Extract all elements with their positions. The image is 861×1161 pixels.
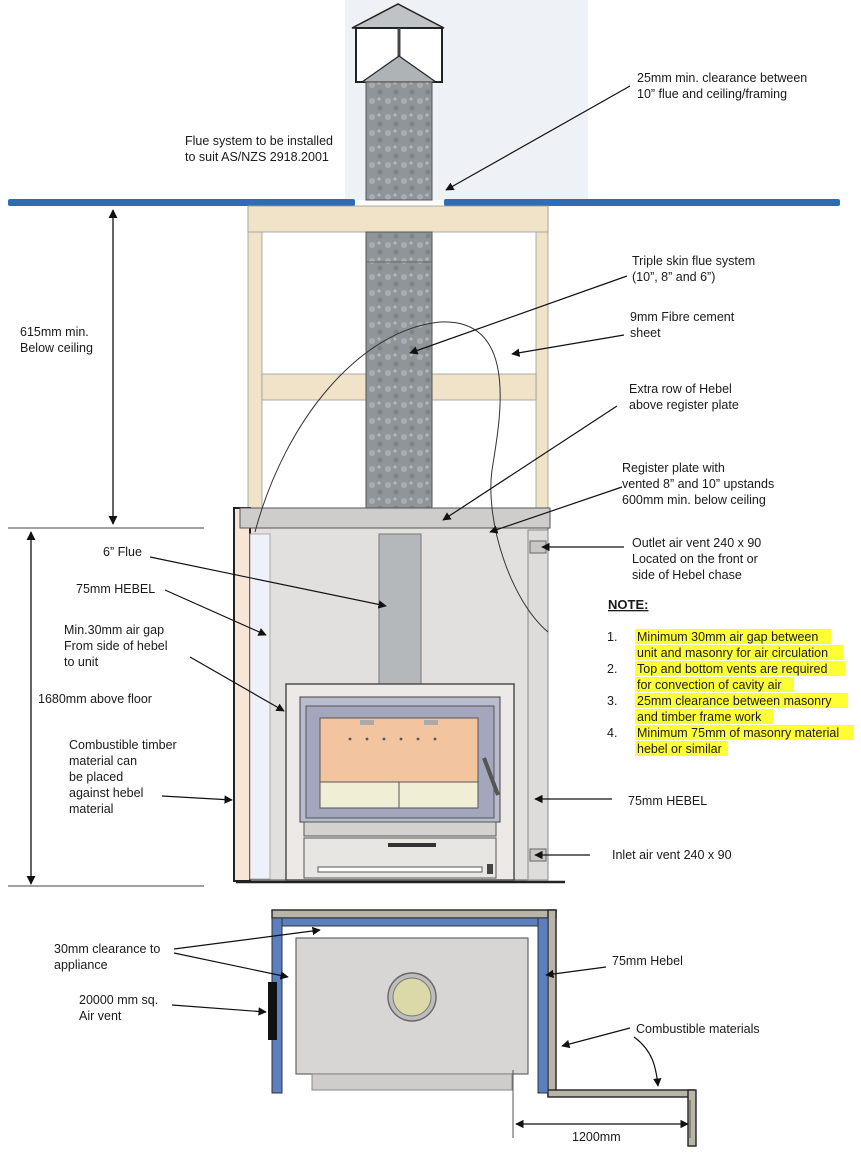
label-triple-skin-line-2: (10”, 8” and 6”) <box>632 270 715 284</box>
label-air-gap-30-line-2: From side of hebel <box>64 639 168 653</box>
plan-view <box>268 909 697 1147</box>
register-plate <box>239 507 551 529</box>
label-air-vent-20000-line-2: Air vent <box>79 1009 122 1023</box>
outer-flue-lower <box>365 231 433 509</box>
label-combustible-timber-line-4: against hebel <box>69 786 143 800</box>
firebox-icon <box>285 683 515 881</box>
note-item-3-line-2: and timber frame work <box>637 710 762 724</box>
label-hebel-75-right-line-1: 75mm HEBEL <box>628 794 707 808</box>
label-below-ceiling-615-line-2: Below ceiling <box>20 341 93 355</box>
label-extra-row-hebel-line-2: above register plate <box>629 398 739 412</box>
label-clearance-30-appliance-line-1: 30mm clearance to <box>54 942 160 956</box>
label-hebel-75-left-line-1: 75mm HEBEL <box>76 582 155 596</box>
note-item-4-line-1: Minimum 75mm of masonry material <box>637 726 839 740</box>
label-layer: Flue system to be installed to suit AS/NZ… <box>20 71 807 1144</box>
label-combustible-timber-line-2: material can <box>69 754 137 768</box>
label-register-plate-line-1: Register plate with <box>622 461 725 475</box>
plan-air-vent-icon <box>268 982 277 1040</box>
label-air-gap-30-line-1: Min.30mm air gap <box>64 623 164 637</box>
label-flue-system-line-2: to suit AS/NZS 2918.2001 <box>185 150 329 164</box>
outer-flue-top <box>365 81 433 201</box>
label-register-plate-line-3: 600mm min. below ceiling <box>622 493 766 507</box>
label-combustible-timber-line-5: material <box>69 802 113 816</box>
label-outlet-vent-line-2: Located on the front or <box>632 552 758 566</box>
note-item-1-line-2: unit and masonry for air circulation <box>637 646 828 660</box>
label-below-ceiling-615-line-1: 615mm min. <box>20 325 89 339</box>
note-item-4-number: 4. <box>607 726 617 740</box>
cowl-icon <box>351 3 445 83</box>
label-extra-row-hebel-line-1: Extra row of Hebel <box>629 382 732 396</box>
label-inlet-vent-line-1: Inlet air vent 240 x 90 <box>612 848 732 862</box>
label-air-vent-20000-line-1: 20000 mm sq. <box>79 993 158 1007</box>
note-item-1-number: 1. <box>607 630 617 644</box>
label-air-gap-30-line-3: to unit <box>64 655 99 669</box>
label-combustible-materials-line-1: Combustible materials <box>636 1022 760 1036</box>
label-hebel-75-plan-line-1: 75mm Hebel <box>612 954 683 968</box>
label-clearance-25mm-line-1: 25mm min. clearance between <box>637 71 807 85</box>
fibre-cement-curve <box>254 321 549 633</box>
note-item-2-number: 2. <box>607 662 617 676</box>
note-item-4-line-2: hebel or similar <box>637 742 722 756</box>
ceiling-left <box>8 199 355 206</box>
note-item-3-line-1: 25mm clearance between masonry <box>637 694 832 708</box>
note-item-2-line-1: Top and bottom vents are required <box>637 662 827 676</box>
label-clearance-25mm-line-2: 10” flue and ceiling/framing <box>637 87 787 101</box>
label-fibre-cement-line-1: 9mm Fibre cement <box>630 310 735 324</box>
leader-lines <box>149 85 662 1087</box>
label-outlet-vent-line-3: side of Hebel chase <box>632 568 742 582</box>
label-dim-1200-line-1: 1200mm <box>572 1130 621 1144</box>
note-title: NOTE: <box>608 597 648 612</box>
label-flue-6-line-1: 6” Flue <box>103 545 142 559</box>
label-above-floor-1680-line-1: 1680mm above floor <box>38 692 152 706</box>
label-register-plate-line-2: vented 8” and 10” upstands <box>622 477 774 491</box>
note-item-3-number: 3. <box>607 694 617 708</box>
flue-6-pipe <box>378 533 422 687</box>
note-item-2-line-2: for convection of cavity air <box>637 678 782 692</box>
label-outlet-vent-line-1: Outlet air vent 240 x 90 <box>632 536 761 550</box>
note-box: NOTE: 1. Minimum 30mm air gap between unit … <box>607 597 839 756</box>
ceiling-right <box>444 199 840 206</box>
label-triple-skin-line-1: Triple skin flue system <box>632 254 755 268</box>
label-flue-system-line-1: Flue system to be installed <box>185 134 333 148</box>
label-clearance-30-appliance-line-2: appliance <box>54 958 108 972</box>
note-item-1-line-1: Minimum 30mm air gap between <box>637 630 818 644</box>
label-fibre-cement-line-2: sheet <box>630 326 661 340</box>
label-combustible-timber-line-3: be placed <box>69 770 123 784</box>
note-highlights <box>635 629 854 756</box>
label-combustible-timber-line-1: Combustible timber <box>69 738 177 752</box>
